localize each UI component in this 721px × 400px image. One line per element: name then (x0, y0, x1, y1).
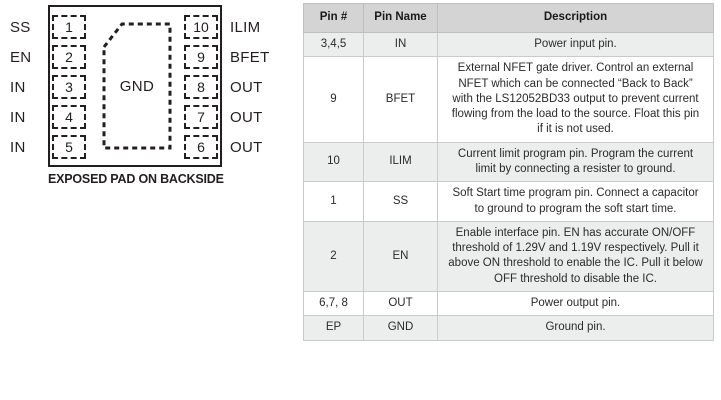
pin-pad-2: 2 (52, 45, 86, 69)
table-row: 9 BFET External NFET gate driver. Contro… (303, 56, 714, 143)
cell-description: Enable interface pin. EN has accurate ON… (437, 220, 714, 292)
pin-label-out-8: OUT (230, 78, 263, 96)
cell-pin-number: EP (303, 315, 364, 341)
table-row: 6,7, 8 OUT Power output pin. (303, 290, 714, 317)
table-row: 2 EN Enable interface pin. EN has accura… (303, 220, 714, 292)
cell-pin-name: ILIM (363, 141, 438, 183)
cell-pin-number: 1 (303, 181, 364, 222)
column-header-description: Description (437, 3, 714, 33)
exposed-gnd-pad (102, 21, 172, 151)
cell-pin-name: BFET (363, 56, 438, 143)
package-pinout-diagram: GND SS 1 EN 2 IN 3 IN 4 IN 5 10 ILIM 9 B… (0, 0, 296, 400)
table-row: 1 SS Soft Start time program pin. Connec… (303, 181, 714, 222)
table-row: 3,4,5 IN Power input pin. (303, 31, 714, 58)
cell-description: Power output pin. (437, 290, 714, 317)
table-row: 10 ILIM Current limit program pin. Progr… (303, 141, 714, 183)
table-header-row: Pin # Pin Name Description (303, 3, 714, 33)
cell-pin-number: 6,7, 8 (303, 290, 364, 317)
pin-label-ss: SS (10, 18, 31, 36)
gnd-pad-label: GND (119, 78, 155, 95)
pin-pad-1: 1 (52, 15, 86, 39)
cell-description: Power input pin. (437, 31, 714, 58)
cell-description: External NFET gate driver. Control an ex… (437, 56, 714, 143)
pin-label-out-7: OUT (230, 108, 263, 126)
cell-description: Ground pin. (437, 315, 714, 341)
pin-label-in-3: IN (10, 78, 26, 96)
pin-label-out-6: OUT (230, 138, 263, 156)
cell-pin-number: 10 (303, 141, 364, 183)
pin-label-in-4: IN (10, 108, 26, 126)
pin-pad-8: 8 (184, 75, 218, 99)
pin-pad-6: 6 (184, 135, 218, 159)
pin-label-ilim: ILIM (230, 18, 261, 36)
cell-pin-name: OUT (363, 290, 438, 317)
pin-pad-5: 5 (52, 135, 86, 159)
table-row: EP GND Ground pin. (303, 315, 714, 341)
pin-label-bfet: BFET (230, 48, 270, 66)
table-body: 3,4,5 IN Power input pin. 9 BFET Externa… (303, 31, 714, 341)
pin-pad-9: 9 (184, 45, 218, 69)
cell-pin-name: GND (363, 315, 438, 341)
cell-description: Current limit program pin. Program the c… (437, 141, 714, 183)
pin-label-en: EN (10, 48, 32, 66)
diagram-caption: EXPOSED PAD ON BACKSIDE (48, 172, 224, 186)
pin-pad-4: 4 (52, 105, 86, 129)
pin-pad-10: 10 (184, 15, 218, 39)
pin-pad-7: 7 (184, 105, 218, 129)
column-header-pin-name: Pin Name (363, 3, 438, 33)
cell-pin-number: 3,4,5 (303, 31, 364, 58)
cell-pin-number: 9 (303, 56, 364, 143)
pin-pad-3: 3 (52, 75, 86, 99)
cell-pin-number: 2 (303, 220, 364, 292)
cell-pin-name: EN (363, 220, 438, 292)
cell-pin-name: IN (363, 31, 438, 58)
cell-pin-name: SS (363, 181, 438, 222)
cell-description: Soft Start time program pin. Connect a c… (437, 181, 714, 222)
pin-description-table: Pin # Pin Name Description 3,4,5 IN Powe… (303, 3, 714, 341)
pin-label-in-5: IN (10, 138, 26, 156)
column-header-pin-number: Pin # (303, 3, 364, 33)
